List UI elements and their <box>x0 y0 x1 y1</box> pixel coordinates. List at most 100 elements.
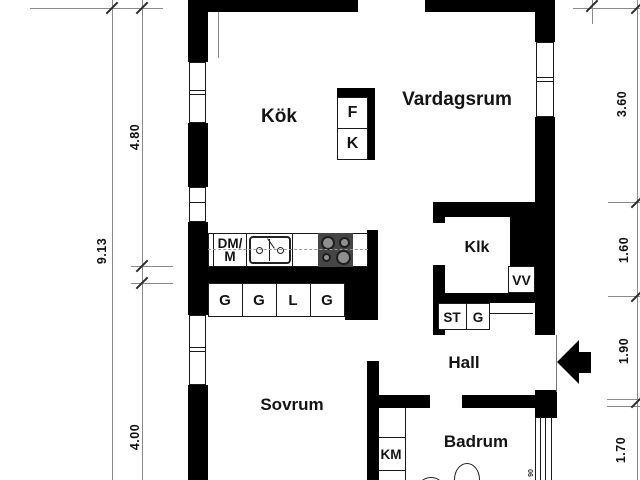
wall-bedroom-divider <box>367 361 379 480</box>
ext-line-mid-left-2 <box>131 283 173 284</box>
window-left-3 <box>189 315 206 385</box>
wardrobe-divider <box>276 283 277 317</box>
sink-divider <box>269 239 270 261</box>
ext-line-right-3 <box>607 399 640 400</box>
hall-cabinet-row <box>438 303 490 330</box>
dim-label-right-top: 3.60 <box>615 90 629 118</box>
ext-stub-top-1 <box>218 0 219 58</box>
stove-burner <box>339 237 350 248</box>
window-left-1 <box>189 62 206 123</box>
counter-divider <box>246 233 247 267</box>
wall-top-left <box>188 0 358 12</box>
wardrobe-cell: G <box>219 291 231 309</box>
wall-right-2 <box>535 117 555 335</box>
dishwasher-label: DM/ M <box>214 235 246 265</box>
freezer-label: K <box>346 135 359 152</box>
ext-line-top-left <box>30 8 163 9</box>
ext-line-right-2 <box>608 296 640 297</box>
dishwasher-label-line2: M <box>224 249 236 264</box>
wardrobe-cell: G <box>253 291 265 309</box>
stove-burner <box>322 253 331 262</box>
window-right-living <box>536 42 554 117</box>
wall-klk-bottom <box>445 293 535 303</box>
window-right-living-mullion <box>536 77 554 78</box>
fridge-label: F <box>347 104 358 121</box>
fridge-unit-side-bar <box>367 97 375 160</box>
cleaning-cabinet-label: ST <box>443 309 461 325</box>
room-label-sovrum: Sovrum <box>260 395 324 414</box>
counter-divider <box>292 233 293 267</box>
wall-klk-top <box>433 202 555 217</box>
wall-klk-left-upper <box>433 202 445 223</box>
window-left-2 <box>189 187 206 222</box>
dishwasher-label-line1: DM/ <box>217 236 243 251</box>
washing-machine-label: KM <box>380 446 402 462</box>
fridge-freezer-divider <box>337 128 368 129</box>
fridge-unit-top-bar <box>337 88 375 97</box>
room-label-vardagsrum: Vardagsrum <box>402 89 512 110</box>
washing-machine-bottom <box>379 470 405 471</box>
window-right-living-mullion <box>536 81 554 82</box>
counter-centerline <box>208 249 368 250</box>
wardrobe-divider <box>242 283 243 317</box>
wall-left-1 <box>188 0 208 62</box>
water-heater <box>508 266 535 293</box>
entry-opening-line <box>556 335 557 392</box>
stove <box>318 233 353 267</box>
window-left-2-mullion <box>189 202 206 203</box>
room-label-hall: Hall <box>448 353 480 372</box>
window-bathroom <box>540 417 541 480</box>
wall-left-4 <box>188 385 208 480</box>
dim-label-left-top: 4.80 <box>128 123 142 151</box>
wall-bathroom-top-right <box>462 395 535 408</box>
ext-line-top-right <box>573 8 640 9</box>
dim-line-right <box>637 0 638 480</box>
water-heater-label: VV <box>512 272 531 288</box>
window-left-3-mullion <box>189 347 206 348</box>
wall-kitchen-band-end <box>345 283 377 320</box>
wall-left-3 <box>188 222 208 315</box>
ext-line-mid-left-1 <box>131 266 173 267</box>
entrance-arrow-tail <box>578 352 591 373</box>
window-bathroom <box>545 417 546 480</box>
sink-drain-left <box>256 247 263 254</box>
stove-burner <box>336 250 351 265</box>
stove-burner <box>321 236 335 250</box>
dim-label-right-lower-mid: 1.90 <box>617 337 631 365</box>
ext-line-right-1 <box>608 202 640 203</box>
sink-drain-right <box>277 247 284 254</box>
wall-klk-shaft <box>510 217 535 266</box>
window-width-label: 90 <box>527 469 535 477</box>
wardrobe-cell: L <box>288 291 298 309</box>
wardrobe-cell: G <box>321 291 333 309</box>
window-left-3-mullion <box>189 351 206 352</box>
window-left-1-mullion <box>189 90 206 91</box>
dim-label-left-total: 9.13 <box>95 237 109 265</box>
room-label-klk: Klk <box>464 239 490 256</box>
hall-cabinet-label: G <box>472 309 484 325</box>
toilet <box>454 463 480 480</box>
wall-kitchen-band <box>208 267 377 283</box>
entrance-arrow-head <box>557 340 579 384</box>
bathroom-strip-line <box>405 408 406 480</box>
wall-bathroom-top-left <box>367 395 430 408</box>
dim-label-left-bottom: 4.00 <box>128 423 142 451</box>
ext-line-right-4 <box>607 406 640 407</box>
washing-machine-top <box>379 437 405 438</box>
dim-line-left-total <box>112 0 113 480</box>
hall-counter-line <box>490 313 533 314</box>
window-left-1-mullion <box>189 94 206 95</box>
window-bathroom <box>551 417 552 480</box>
wardrobe-divider <box>310 283 311 317</box>
wall-left-2 <box>188 123 208 187</box>
window-bathroom <box>535 417 536 480</box>
wall-right-1 <box>535 0 555 42</box>
wall-entry-block <box>535 390 557 418</box>
wall-top-right <box>425 0 555 12</box>
dim-line-left-segments <box>142 0 143 480</box>
dim-label-right-upper-mid: 1.60 <box>617 236 631 264</box>
hall-cabinet-divider <box>466 303 467 330</box>
ext-stub-top-2 <box>592 0 593 24</box>
room-label-kok: Kök <box>261 106 297 127</box>
